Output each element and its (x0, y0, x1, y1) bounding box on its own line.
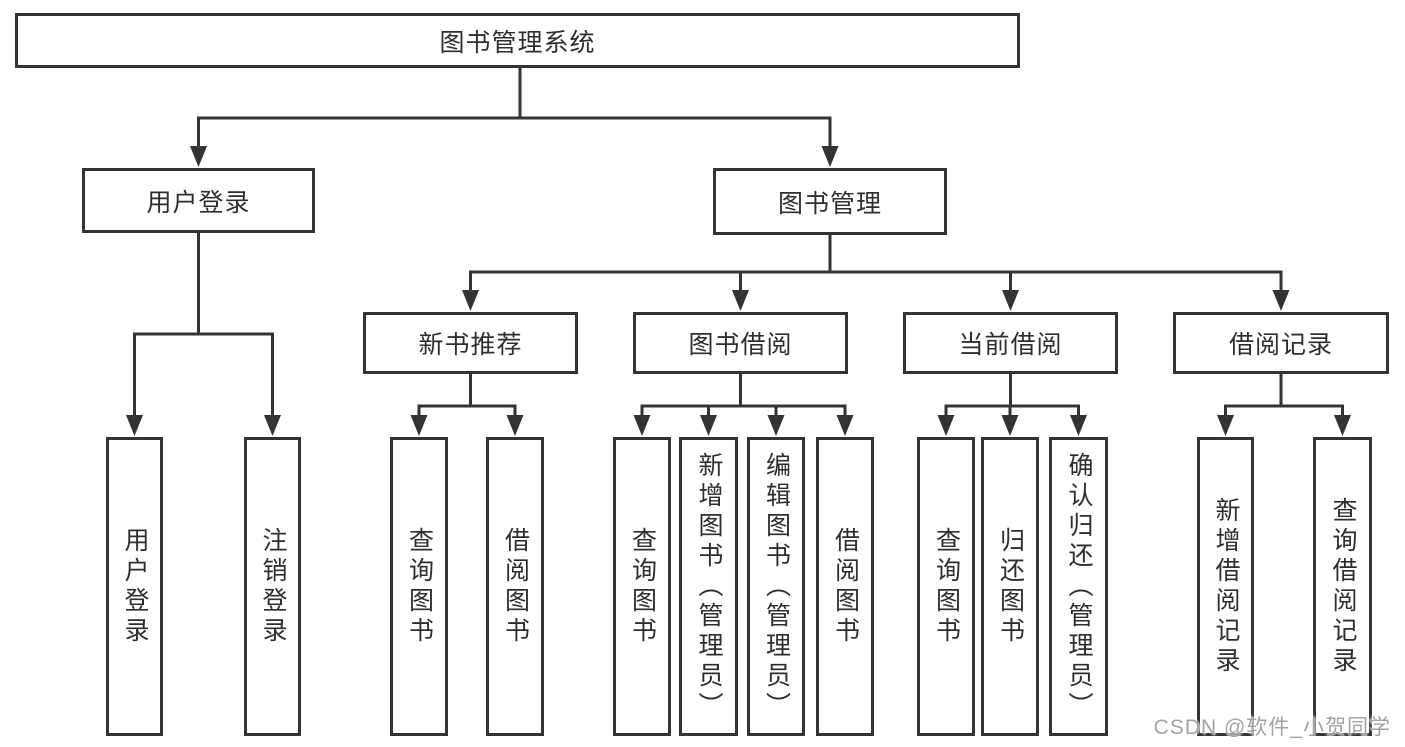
arrowhead-icon (1334, 415, 1351, 436)
node-borrowing-records: 借阅记录 (1173, 312, 1389, 374)
node-user-login: 用户登录 (82, 168, 315, 233)
leaf-label: 新增图书（管理员） (695, 451, 723, 722)
arrowhead-icon (937, 415, 955, 436)
arrowhead-icon (1272, 290, 1290, 311)
leaf-query-books-borrow: 查询图书 (613, 437, 671, 736)
leaf-borrow-books-recommend: 借阅图书 (486, 437, 544, 736)
node-label: 用户登录 (146, 188, 251, 217)
arrowhead-icon (821, 146, 839, 167)
arrowhead-icon (126, 415, 143, 436)
node-label: 图书借阅 (688, 331, 793, 359)
watermark: CSDN @软件_小贺同学 (1153, 716, 1391, 739)
leaf-query-books-recommend: 查询图书 (390, 437, 448, 736)
leaf-return-books: 归还图书 (981, 437, 1039, 736)
leaf-label: 确认归还（管理员） (1065, 451, 1093, 722)
leaf-query-books-current: 查询图书 (917, 437, 975, 736)
leaf-label: 新增借阅记录 (1212, 496, 1240, 677)
arrowhead-icon (732, 290, 749, 311)
leaf-label: 查询图书 (932, 526, 961, 647)
arrowhead-icon (700, 415, 717, 436)
leaf-label: 查询借阅记录 (1329, 496, 1357, 677)
node-library-management-system: 图书管理系统 (15, 13, 1020, 68)
node-new-book-recommendation: 新书推荐 (363, 312, 578, 374)
node-current-borrowing: 当前借阅 (903, 312, 1118, 374)
leaf-confirm-return-admin: 确认归还（管理员） (1049, 437, 1108, 736)
leaf-add-borrow-record: 新增借阅记录 (1197, 437, 1254, 736)
node-label: 图书管理 (777, 189, 882, 218)
arrowhead-icon (1001, 415, 1019, 436)
leaf-label: 借阅图书 (831, 526, 860, 647)
leaf-label: 查询图书 (628, 526, 657, 647)
leaf-label: 编辑图书（管理员） (762, 451, 791, 722)
node-label: 新书推荐 (418, 331, 523, 359)
arrowhead-icon (410, 415, 428, 436)
node-label: 借阅记录 (1228, 331, 1333, 359)
arrowhead-icon (462, 290, 479, 311)
node-label: 当前借阅 (958, 331, 1063, 359)
leaf-user-login: 用户登录 (106, 437, 163, 736)
leaf-query-borrow-record: 查询借阅记录 (1313, 437, 1372, 736)
leaf-borrow-books: 借阅图书 (816, 437, 874, 736)
arrowhead-icon (190, 146, 207, 167)
leaf-label: 借阅图书 (501, 526, 530, 647)
arrowhead-icon (1070, 415, 1087, 436)
arrowhead-icon (1217, 415, 1234, 436)
leaf-label: 注销登录 (259, 526, 287, 647)
node-book-borrowing: 图书借阅 (633, 312, 848, 374)
leaf-edit-books-admin: 编辑图书（管理员） (747, 437, 805, 736)
leaf-label: 查询图书 (405, 526, 434, 647)
arrowhead-icon (767, 415, 785, 436)
arrowhead-icon (633, 415, 651, 436)
arrowhead-icon (1002, 290, 1019, 311)
leaf-logout: 注销登录 (244, 437, 301, 736)
arrowhead-icon (264, 415, 281, 436)
node-label: 图书管理系统 (439, 28, 596, 57)
arrowhead-icon (836, 415, 854, 436)
node-book-management: 图书管理 (713, 168, 947, 235)
arrowhead-icon (506, 415, 524, 436)
leaf-add-books-admin: 新增图书（管理员） (679, 437, 738, 736)
leaf-label: 归还图书 (996, 526, 1025, 647)
leaf-label: 用户登录 (121, 526, 149, 647)
